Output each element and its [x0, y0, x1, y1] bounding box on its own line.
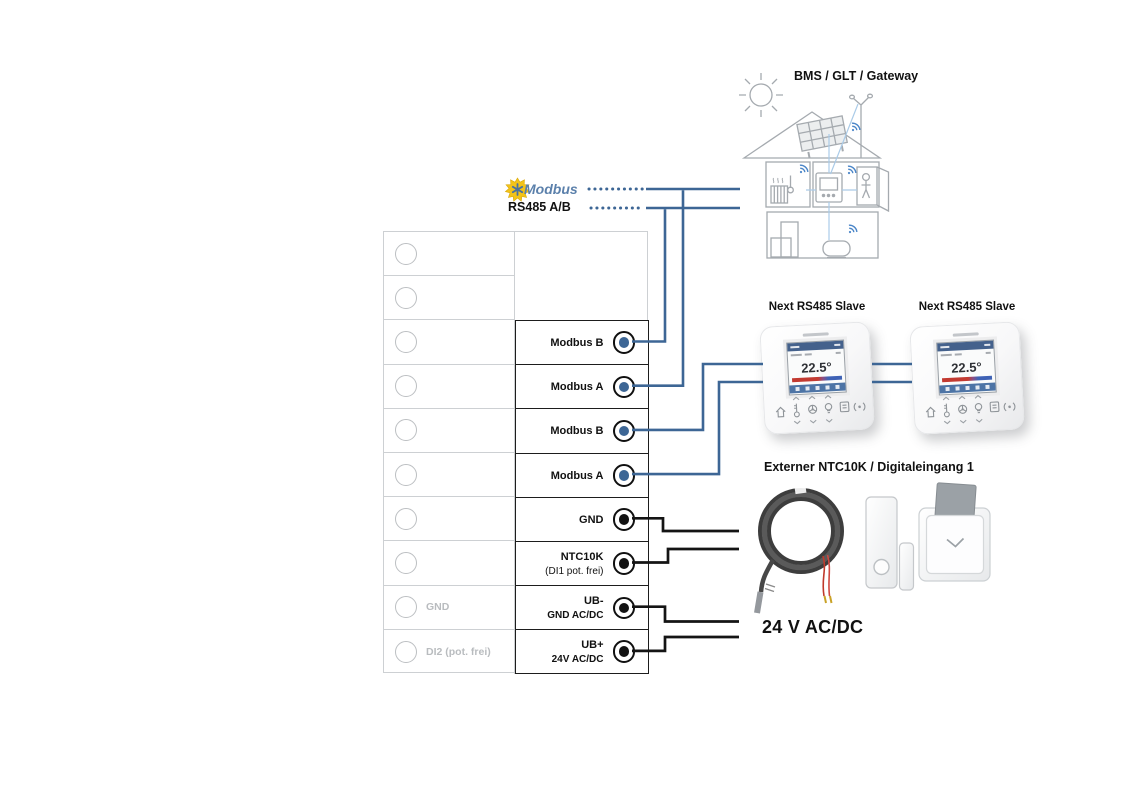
terminal-modbus-b2: Modbus B: [515, 408, 649, 454]
connector-dot: [618, 558, 629, 569]
slave2-label: Next RS485 Slave: [918, 301, 1016, 313]
modbus-logo-label: Modbus: [524, 181, 578, 197]
modbus-gear-icon: [504, 176, 531, 202]
terminal-left-row-8: [384, 541, 515, 586]
room-bottom: [766, 211, 879, 259]
device-brand-text: [952, 332, 979, 337]
room-left: [765, 161, 811, 208]
radiator-icon: [770, 177, 789, 204]
terminal-sublabel: 24V AC/DC: [551, 653, 604, 665]
connector-modbus-b1: [612, 331, 635, 354]
connector-dot: [618, 425, 629, 437]
connector-ntc10k: [612, 552, 635, 575]
terminal-left-row-6: [384, 453, 515, 498]
terminal-left-row-5: [384, 408, 515, 453]
thermostat-device-2: 22.5°: [909, 321, 1025, 435]
modbus-logo: Modbus: [504, 176, 578, 202]
wall-thermostat-icon: [815, 172, 843, 203]
connector-dot: [618, 646, 629, 657]
connector-modbus-a2: [612, 464, 635, 487]
terminal-label: UB+: [581, 639, 604, 652]
device-lcd-screen: 22.5°: [936, 339, 997, 396]
sun-icon: [739, 73, 783, 117]
solar-panel-icon: [796, 115, 849, 159]
terminal-left-row-9: GND: [384, 585, 515, 630]
connector-dot: [618, 514, 629, 525]
connector-ub-plus: [612, 640, 635, 663]
antenna-icon: [848, 93, 874, 158]
gateway-puck-icon: [822, 240, 851, 259]
terminal-modbus-a2: Modbus A: [515, 452, 649, 498]
terminal-ub-minus: UB- GND AC/DC: [515, 585, 649, 631]
connector-dot: [618, 381, 629, 393]
connector-gnd: [612, 508, 635, 531]
key-card: [934, 482, 977, 524]
slave1-label: Next RS485 Slave: [768, 301, 866, 313]
terminal-hole: [395, 419, 417, 442]
door-contact-sensor: [865, 496, 915, 591]
thermometer-icon: [787, 175, 794, 194]
terminal-left-label-di2: DI2 (pot. frei): [426, 645, 491, 658]
chevron-down-icon: [946, 537, 965, 548]
roof: [741, 111, 883, 159]
terminal-label: UB-: [583, 595, 604, 608]
room-right: [812, 161, 880, 208]
terminal-block: GND DI2 (pot. frei) Modbus B Modbus A Mo…: [383, 231, 649, 674]
connector-ub-minus: [612, 596, 635, 620]
external-ntc-label: Externer NTC10K / Digitaleingang 1: [764, 460, 974, 474]
connector-modbus-a1: [612, 375, 635, 399]
device-brand-text: [802, 332, 829, 337]
wire-modbus-a2: [632, 380, 763, 476]
terminal-hole: [395, 330, 417, 353]
terminal-label: Modbus B: [550, 336, 604, 349]
terminal-modbus-a1: Modbus A: [515, 364, 649, 410]
terminal-modbus-b1: Modbus B: [515, 319, 649, 366]
terminal-hole: [395, 375, 417, 398]
terminal-label: Modbus A: [550, 469, 604, 482]
terminal-sublabel: GND AC/DC: [547, 609, 604, 621]
person-door-icon: [856, 166, 890, 213]
lcd-menu-bar: [789, 382, 846, 393]
terminal-hole: [395, 242, 417, 265]
terminal-label: GND: [579, 513, 604, 526]
terminal-left-row-7: [384, 497, 515, 542]
terminal-left-row-3: [384, 320, 515, 365]
lcd-menu-bar: [939, 382, 996, 393]
house-network-lines: [806, 103, 859, 240]
terminal-label: NTC10K: [560, 551, 604, 564]
terminal-label: Modbus A: [550, 381, 604, 394]
terminal-left-row-2: [384, 276, 515, 321]
terminal-hole: [395, 596, 417, 619]
terminal-gnd: GND: [515, 496, 649, 543]
wire-modbus-b2: [632, 362, 763, 432]
terminal-sublabel: (DI1 pot. frei): [545, 565, 604, 577]
terminal-label: Modbus B: [550, 425, 604, 438]
connector-dot: [618, 337, 629, 348]
terminal-hole: [395, 463, 417, 486]
terminal-hole: [395, 551, 417, 574]
terminal-left-row-10: DI2 (pot. frei): [384, 629, 515, 674]
ntc-cable-sensor: [754, 486, 844, 614]
connector-modbus-b2: [612, 419, 635, 443]
house-illustration: [739, 73, 890, 259]
terminal-left-row-1: [384, 232, 515, 277]
terminal-ub-plus: UB+ 24V AC/DC: [515, 629, 649, 674]
terminal-ntc10k: NTC10K (DI1 pot. frei): [515, 540, 649, 587]
connector-dot: [618, 602, 629, 614]
bms-gateway-label: BMS / GLT / Gateway: [794, 69, 919, 83]
connector-dot: [618, 470, 629, 481]
terminal-left-label-gnd: GND: [426, 601, 450, 614]
power-label: 24 V AC/DC: [762, 617, 864, 637]
terminal-hole: [395, 507, 417, 530]
key-card-switch: [918, 482, 991, 582]
terminal-left-row-4: [384, 364, 515, 409]
rs485-label: RS485 A/B: [508, 200, 571, 214]
device-lcd-screen: 22.5°: [786, 339, 847, 396]
boiler-icon: [770, 221, 799, 258]
thermostat-device-1: 22.5°: [759, 321, 875, 435]
terminal-hole: [395, 286, 417, 309]
terminal-hole: [395, 640, 417, 663]
